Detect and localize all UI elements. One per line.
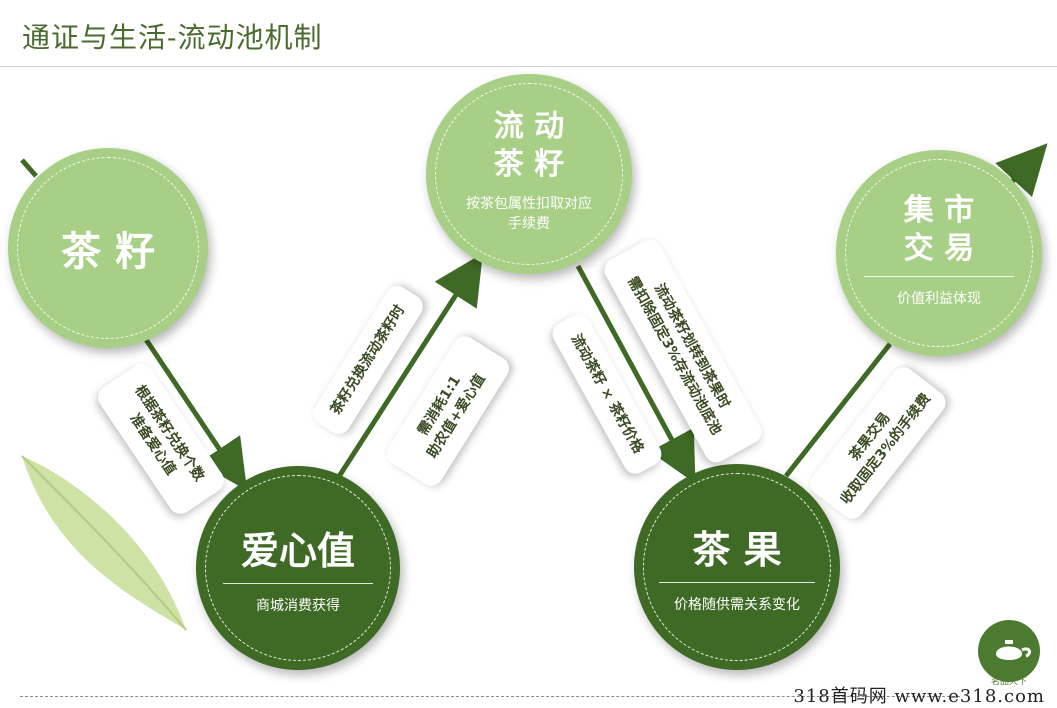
bottom-divider	[20, 696, 960, 697]
arrow-flow-to-fruit	[575, 264, 696, 484]
arrow-in	[20, 158, 38, 178]
node-love-value-title: 爱心值	[240, 529, 355, 573]
leaf-illustration	[21, 455, 187, 631]
node-market-trade-subtitle: 价值利益体现	[897, 290, 981, 307]
node-tea-seed: 茶 籽	[8, 148, 208, 348]
arrow-fruit-to-market	[784, 342, 892, 478]
node-market-trade: 集 市 交 易 价值利益体现	[836, 150, 1042, 356]
site-watermark: 318首码网 www.e318.com	[793, 686, 1045, 707]
node-flow-seed-subtitle: 按茶包属性扣取对应 手续费	[466, 196, 592, 232]
page-title: 通证与生活-流动池机制	[22, 21, 323, 54]
arrow-seed-to-love	[142, 336, 248, 491]
node-tea-fruit-subtitle: 价格随供需关系变化	[674, 597, 800, 613]
arrow-out	[995, 143, 1048, 198]
arrow-love-to-flow	[335, 253, 483, 480]
logo-text: 茗品天下	[990, 677, 1027, 687]
node-love-value-subtitle: 商城消费获得	[256, 598, 340, 614]
node-love-value: 爱心值 商城消费获得	[196, 466, 400, 670]
node-tea-seed-title: 茶 籽	[61, 229, 155, 275]
teapot-logo	[978, 620, 1040, 682]
node-tea-fruit-divider	[659, 582, 815, 583]
node-flow-seed: 流 动 茶 籽 按茶包属性扣取对应 手续费	[426, 74, 632, 274]
node-market-trade-divider	[864, 275, 1014, 277]
node-tea-fruit: 茶 果 价格随供需关系变化	[634, 464, 840, 670]
node-tea-fruit-title: 茶 果	[692, 528, 782, 572]
title-divider	[0, 66, 1057, 67]
node-flow-seed-title: 流 动 茶 籽	[493, 109, 565, 182]
node-love-value-divider	[223, 583, 373, 584]
node-market-trade-title: 集 市 交 易	[903, 192, 975, 266]
